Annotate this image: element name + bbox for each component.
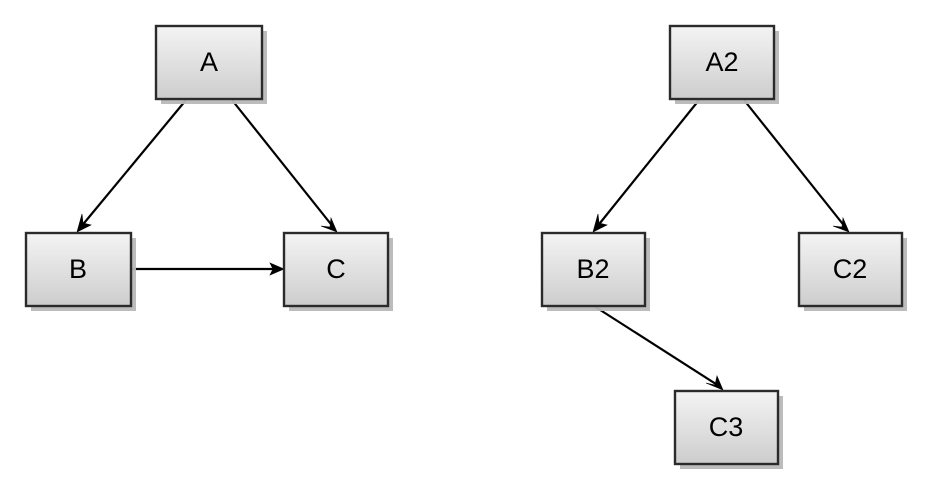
graph-left: A B C	[24, 24, 393, 311]
node-b2[interactable]: B2	[540, 231, 650, 311]
edge-a-to-b-arrowhead	[76, 213, 92, 233]
node-c-label: C	[326, 254, 346, 284]
node-a2[interactable]: A2	[668, 24, 779, 104]
edge-a2-to-b2-line	[595, 99, 700, 229]
edge-b-to-c[interactable]	[131, 262, 285, 276]
edge-b-to-c-arrowhead	[269, 262, 285, 276]
edge-a2-to-b2[interactable]	[592, 99, 700, 233]
edge-a-to-b[interactable]	[76, 99, 187, 233]
node-a2-label: A2	[705, 47, 738, 77]
node-b-label: B	[69, 254, 87, 284]
edge-a2-to-c2[interactable]	[743, 99, 850, 233]
node-a-label: A	[200, 47, 218, 77]
node-b-box	[24, 231, 133, 308]
node-c-box	[282, 231, 390, 308]
node-b2-label: B2	[576, 254, 609, 284]
edge-b2-to-c3[interactable]	[593, 305, 724, 391]
edge-b2-to-c3-line	[593, 305, 720, 387]
node-a[interactable]: A	[154, 24, 267, 104]
edge-a-to-c-arrowhead	[320, 216, 338, 233]
node-c2[interactable]: C2	[797, 231, 907, 311]
edge-a-to-c-line	[231, 99, 335, 229]
node-c3-label: C3	[709, 412, 744, 442]
edge-a2-to-c2-line	[743, 99, 847, 229]
node-b[interactable]: B	[24, 231, 136, 311]
node-b2-box	[540, 231, 647, 308]
node-a2-box	[668, 24, 776, 101]
node-a-box	[154, 24, 264, 101]
node-c3[interactable]: C3	[673, 389, 783, 469]
node-c3-box	[673, 389, 780, 466]
edge-a-to-c[interactable]	[231, 99, 338, 233]
edge-a2-to-c2-arrowhead	[832, 216, 850, 233]
graph-right: A2 B2 C2 C3	[540, 24, 907, 469]
edge-a-to-b-line	[79, 99, 187, 229]
node-c2-box	[797, 231, 904, 308]
edge-a2-to-b2-arrowhead	[592, 213, 608, 233]
node-c2-label: C2	[833, 254, 868, 284]
node-c[interactable]: C	[282, 231, 393, 311]
edge-b2-to-c3-arrowhead	[705, 375, 724, 391]
